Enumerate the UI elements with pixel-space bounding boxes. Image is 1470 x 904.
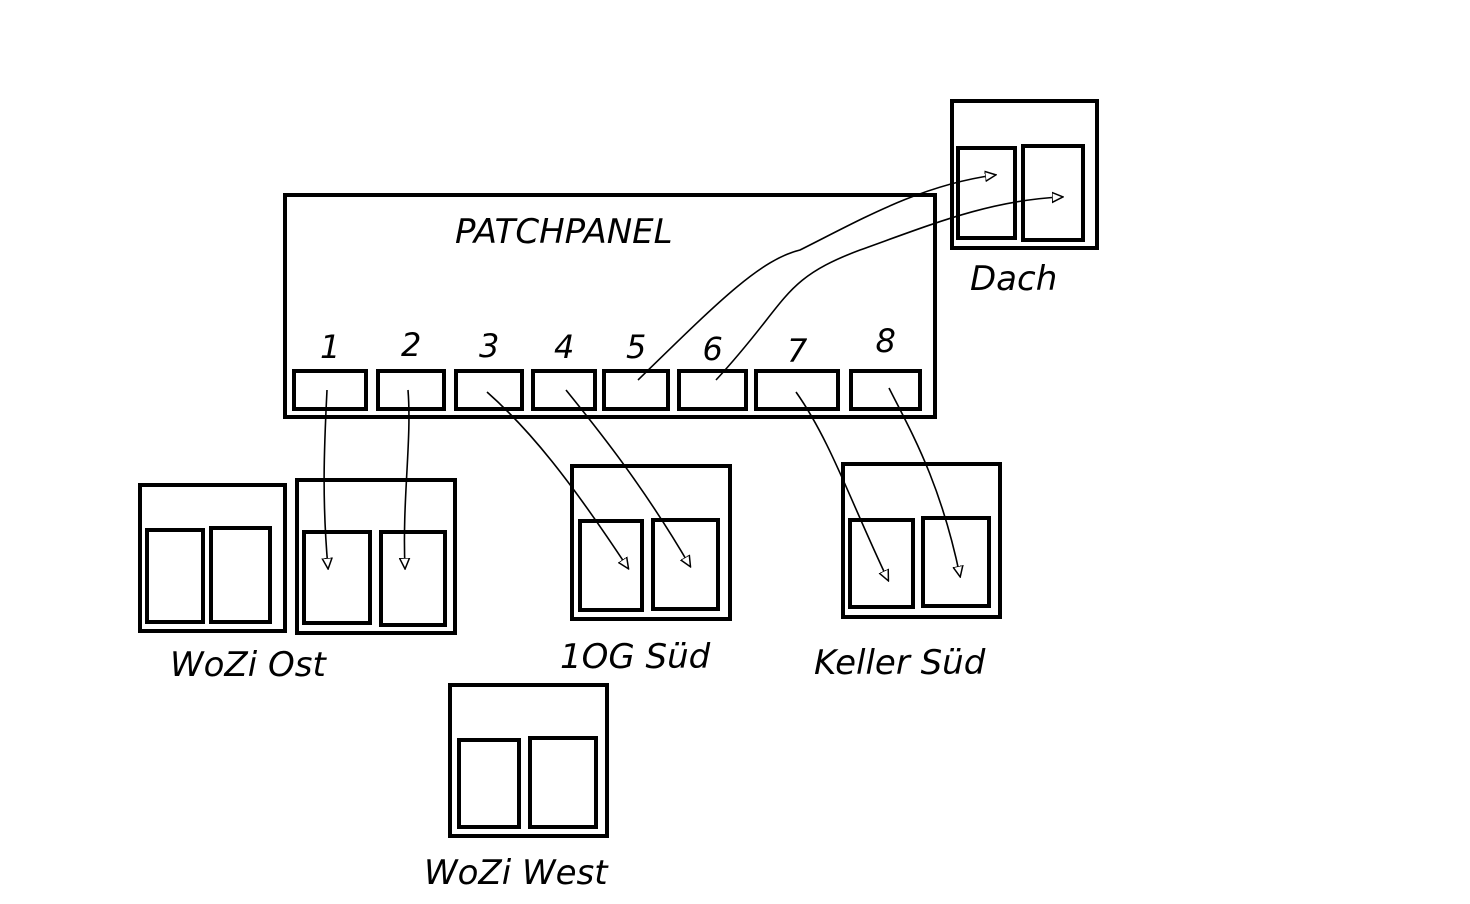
cable-port-1 bbox=[324, 389, 328, 568]
port-number: 4 bbox=[554, 328, 574, 366]
outlet-jack bbox=[145, 528, 205, 624]
outlet-jack bbox=[528, 736, 598, 829]
patchpanel-title: PATCHPANEL bbox=[455, 212, 673, 252]
outlet-jack bbox=[1021, 144, 1085, 242]
wall-outlet bbox=[448, 683, 609, 838]
port-number: 7 bbox=[787, 332, 808, 370]
port-number: 8 bbox=[876, 322, 896, 360]
port-number: 5 bbox=[626, 328, 646, 366]
room-label-1og-sued: 1OG Süd bbox=[560, 637, 711, 677]
port-number: 6 bbox=[703, 330, 723, 368]
wall-outlet bbox=[841, 462, 1002, 619]
patchpanel-port bbox=[602, 369, 670, 411]
patchpanel-port bbox=[531, 369, 597, 411]
port-number: 1 bbox=[320, 328, 340, 366]
room-wozi-ost: WoZi Ost bbox=[138, 478, 457, 685]
outlet-jack bbox=[578, 519, 644, 612]
port-number: 3 bbox=[479, 327, 499, 365]
cable-port-7 bbox=[795, 391, 888, 580]
room-1og-sued: 1OG Süd bbox=[560, 464, 732, 677]
outlet-jack bbox=[209, 526, 272, 624]
outlet-jack bbox=[457, 738, 521, 829]
room-wozi-west: WoZi West bbox=[424, 683, 609, 893]
outlet-jack bbox=[956, 146, 1017, 240]
patchpanel: PATCHPANEL 1 2 3 4 5 6 7 8 bbox=[283, 193, 937, 419]
outlet-jack bbox=[921, 516, 991, 608]
cable-port-3 bbox=[486, 391, 628, 568]
cable-port-8 bbox=[888, 387, 960, 576]
room-dach: Dach bbox=[950, 99, 1099, 299]
port-number: 2 bbox=[401, 326, 421, 364]
outlet-jack bbox=[302, 530, 372, 625]
patchpanel-port bbox=[376, 369, 446, 411]
outlet-jack bbox=[379, 530, 447, 627]
patchpanel-port bbox=[849, 369, 922, 411]
patchpanel-port bbox=[454, 369, 524, 411]
room-label-wozi-west: WoZi West bbox=[424, 853, 609, 893]
patchpanel-port bbox=[677, 369, 748, 411]
wall-outlet bbox=[570, 464, 732, 621]
outlet-jack bbox=[651, 518, 720, 611]
room-keller-sued: Keller Süd bbox=[814, 462, 1002, 683]
outlet-jack bbox=[848, 518, 915, 609]
cable-port-5 bbox=[637, 175, 995, 381]
cable-port-2 bbox=[404, 389, 409, 568]
room-label-dach: Dach bbox=[970, 259, 1057, 299]
wall-outlet bbox=[950, 99, 1099, 250]
wall-outlet bbox=[138, 483, 287, 633]
patchpanel-port bbox=[754, 369, 840, 411]
patchpanel-port bbox=[292, 369, 368, 411]
room-label-keller-sued: Keller Süd bbox=[814, 643, 986, 683]
cable-port-6 bbox=[715, 197, 1062, 381]
patchpanel-frame bbox=[283, 193, 937, 419]
cable-connections bbox=[324, 175, 1062, 580]
room-label-wozi-ost: WoZi Ost bbox=[170, 645, 327, 685]
cable-port-4 bbox=[565, 389, 690, 566]
wall-outlet bbox=[295, 478, 457, 635]
